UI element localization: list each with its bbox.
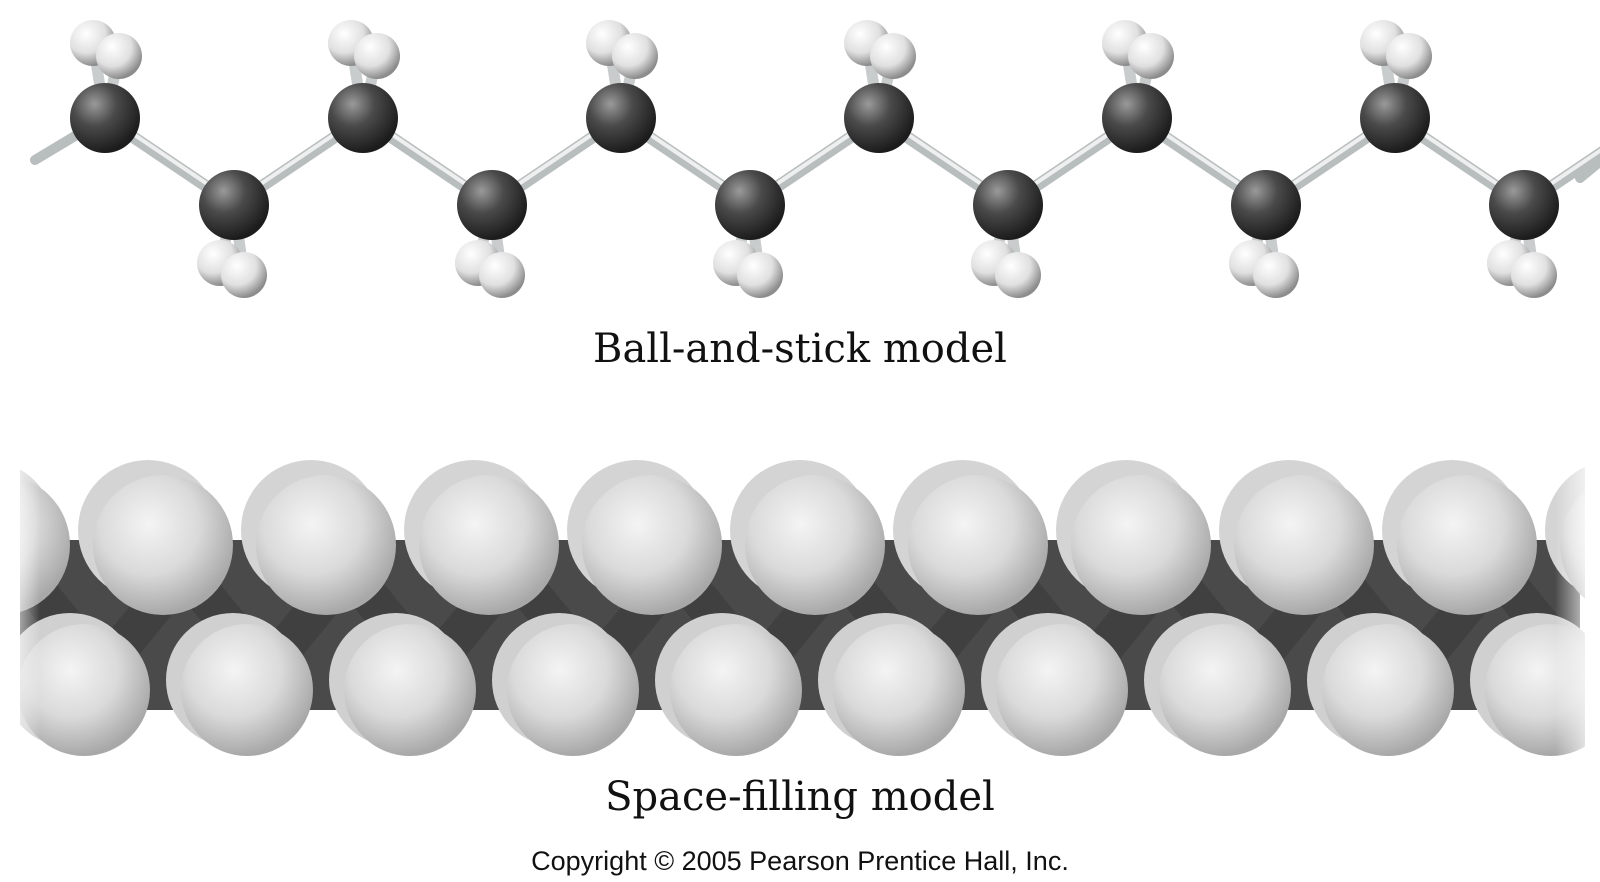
hydrogen-atom (1159, 624, 1291, 756)
carbon-atom (199, 170, 269, 240)
hydrogen-atom (908, 475, 1048, 615)
hydrogen-atom (96, 33, 142, 79)
carbon-atom (1102, 83, 1172, 153)
carbon-atom (1231, 170, 1301, 240)
hydrogen-atom (256, 475, 396, 615)
hydrogen-atom (582, 475, 722, 615)
hydrogen-atom (612, 33, 658, 79)
carbon-atom (1360, 83, 1430, 153)
carbon-atom (70, 83, 140, 153)
hydrogen-atom (354, 33, 400, 79)
carbon-atom (715, 170, 785, 240)
ball-and-stick-caption: Ball-and-stick model (593, 326, 1007, 372)
hydrogen-atom (507, 624, 639, 756)
hydrogen-atom (18, 624, 150, 756)
carbon-atom (844, 83, 914, 153)
hydrogen-atom (833, 624, 965, 756)
hydrogen-atom (996, 624, 1128, 756)
hydrogen-atom (1397, 475, 1537, 615)
hydrogen-atom (344, 624, 476, 756)
hydrogen-atom (745, 475, 885, 615)
hydrogen-atom (479, 252, 525, 298)
ball-and-stick-model (30, 20, 1600, 298)
bond (1575, 155, 1600, 183)
hydrogen-atom (995, 252, 1041, 298)
space-filling-model (0, 460, 1600, 770)
hydrogen-atom (1253, 252, 1299, 298)
hydrogen-atom (1386, 33, 1432, 79)
carbon-atom (586, 83, 656, 153)
space-filling-caption: Space-filling model (605, 774, 995, 820)
hydrogen-atom (670, 624, 802, 756)
hydrogen-atom (93, 475, 233, 615)
hydrogen-atom (1511, 252, 1557, 298)
hydrogen-atom (181, 624, 313, 756)
carbon-atom (457, 170, 527, 240)
copyright-notice: Copyright © 2005 Pearson Prentice Hall, … (531, 846, 1069, 876)
hydrogen-atom (1234, 475, 1374, 615)
carbon-atom (973, 170, 1043, 240)
carbon-atom (328, 83, 398, 153)
carbon-atom (1489, 170, 1559, 240)
hydrogen-atom (737, 252, 783, 298)
edge-mask (1585, 460, 1600, 770)
edge-mask (0, 460, 20, 770)
hydrogen-atom (1128, 33, 1174, 79)
hydrogen-atom (1071, 475, 1211, 615)
hydrogen-atom (1322, 624, 1454, 756)
hydrogen-atom (419, 475, 559, 615)
hydrogen-atom (870, 33, 916, 79)
hydrogen-atom (221, 252, 267, 298)
